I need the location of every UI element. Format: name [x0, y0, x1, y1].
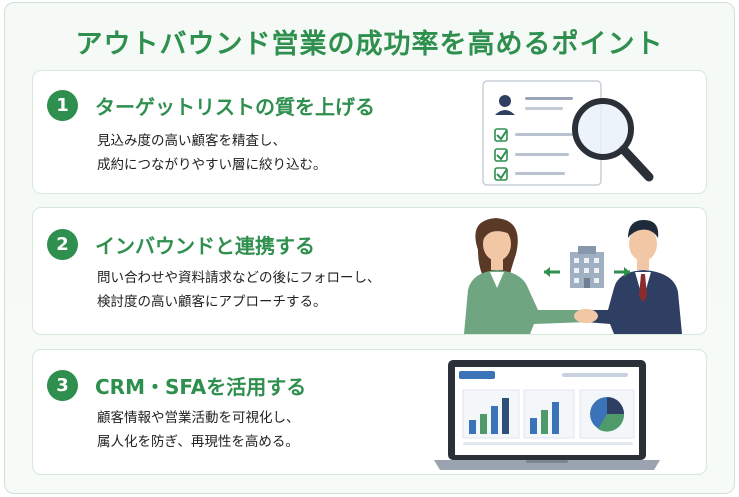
point-description-line-2: 検討度の高い顧客にアプローチする。	[97, 294, 327, 310]
checklist-with-magnifier-icon	[482, 80, 654, 186]
point-description-line-1: 問い合わせや資料請求などの後にフォローし、	[97, 270, 381, 286]
point-heading: インバウンドと連携する	[95, 234, 315, 258]
point-card-1: 1 ターゲットリストの質を上げる 見込み度の高い顧客を精査し、 成約につながりや…	[32, 70, 707, 194]
point-description-line-2: 属人化を防ぎ、再現性を高める。	[97, 434, 299, 450]
point-card-2: 2 インバウンドと連携する 問い合わせや資料請求などの後にフォローし、 検討度の…	[32, 207, 707, 335]
step-number-badge: 1	[47, 90, 78, 121]
step-number-badge: 3	[47, 370, 78, 401]
point-description-line-1: 顧客情報や営業活動を可視化し、	[97, 410, 300, 426]
step-number-badge: 2	[47, 229, 78, 260]
handshake-illustration	[464, 218, 682, 334]
page-title: アウトバウンド営業の成功率を高めるポイント	[75, 29, 664, 60]
point-card-3: 3 CRM・SFAを活用する 顧客情報や営業活動を可視化し、 属人化を防ぎ、再現…	[32, 349, 707, 475]
point-heading: ターゲットリストの質を上げる	[95, 95, 375, 119]
laptop-dashboard-illustration	[434, 360, 660, 470]
point-heading: CRM・SFAを活用する	[95, 375, 307, 399]
point-description-line-2: 成約につながりやすい層に絞り込む。	[97, 157, 327, 173]
point-description-line-1: 見込み度の高い顧客を精査し、	[97, 133, 286, 149]
